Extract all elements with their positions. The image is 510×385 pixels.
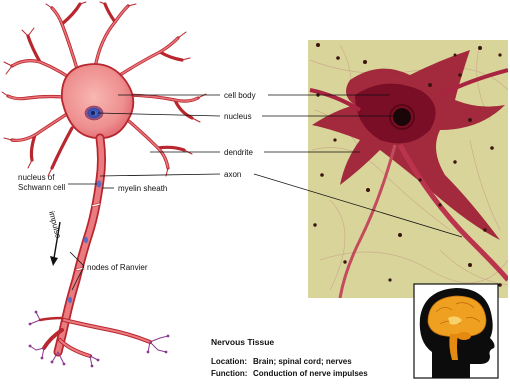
caption-location-value: Brain; spinal cord; nerves	[253, 357, 352, 366]
caption-function-key: Function:	[211, 369, 247, 378]
caption-title: Nervous Tissue	[211, 337, 274, 347]
label-axon: axon	[224, 170, 241, 179]
label-impulse: impulse	[47, 210, 63, 239]
label-schwann-line2: Schwann cell	[18, 183, 65, 192]
label-myelin-sheath: myelin sheath	[118, 184, 167, 193]
label-dendrite: dendrite	[224, 148, 253, 157]
caption-location-key: Location:	[211, 357, 247, 366]
caption-block: Nervous Tissue Location: Brain; spinal c…	[211, 337, 368, 378]
label-cell-body: cell body	[224, 91, 256, 100]
micrograph-image	[308, 40, 508, 298]
label-nucleus: nucleus	[224, 112, 252, 121]
head-with-brain-icon	[414, 284, 498, 378]
label-nodes-of-ranvier: nodes of Ranvier	[87, 263, 148, 272]
caption-function-value: Conduction of nerve impulses	[253, 369, 368, 378]
label-schwann-line1: nucleus of	[18, 173, 55, 182]
